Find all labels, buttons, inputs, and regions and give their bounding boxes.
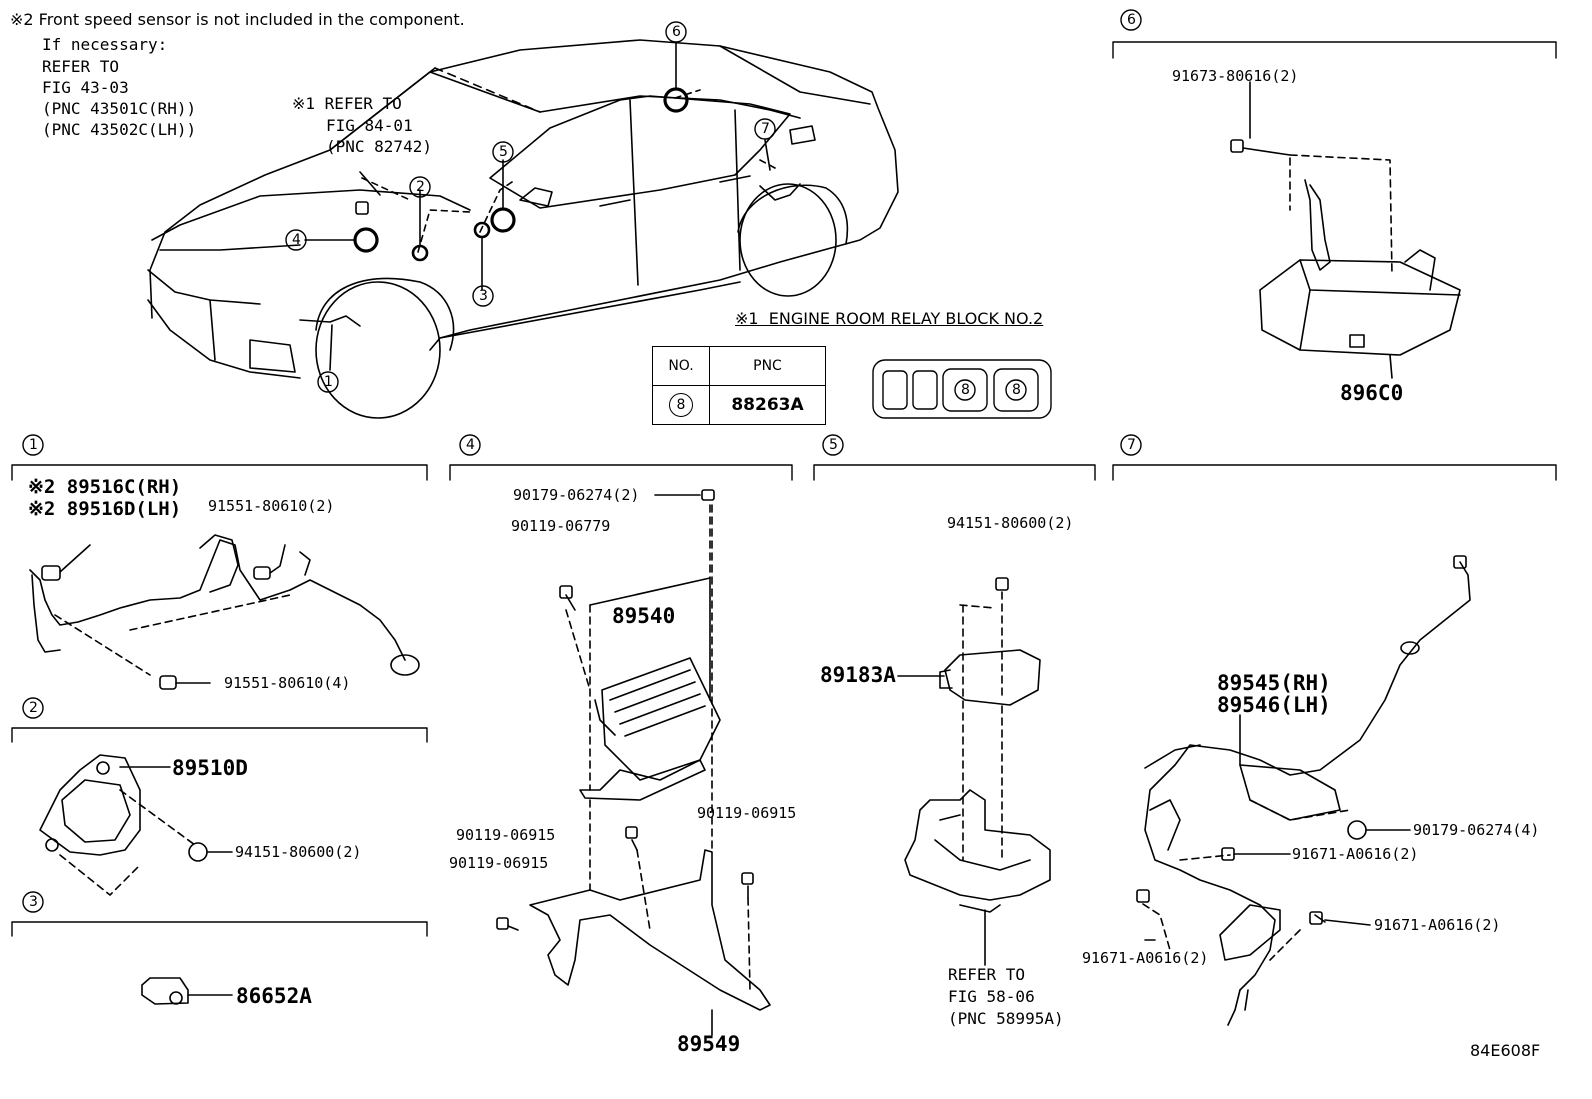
table-cell-pnc: 88263A bbox=[709, 385, 826, 425]
s4-part-ecu: 89540 bbox=[612, 604, 676, 628]
section7-number: 7 bbox=[1127, 437, 1136, 453]
s4-bolt-c: 90119-06915 bbox=[449, 854, 549, 872]
s1-bolt-top: 91551-80610(2) bbox=[208, 497, 335, 515]
s4-nut-top: 90179-06274(2) bbox=[513, 486, 640, 504]
section2-drawing bbox=[39, 754, 233, 896]
relay-block-graphic bbox=[872, 359, 1052, 419]
note1-line1: ※1 REFER TO bbox=[292, 94, 402, 113]
relay-pnc-table: NO. PNC 8 88263A bbox=[652, 346, 826, 425]
s2-part: 89510D bbox=[172, 756, 248, 780]
callout-6: 6 bbox=[672, 24, 681, 40]
section3-drawing bbox=[141, 977, 233, 1005]
s6-part: 896C0 bbox=[1340, 381, 1404, 405]
s2-bolt: 94151-80600(2) bbox=[235, 843, 362, 861]
s4-bolt-d: 90119-06915 bbox=[697, 804, 797, 822]
section6-number: 6 bbox=[1127, 12, 1136, 28]
note2-line6: (PNC 43502C(LH)) bbox=[42, 120, 197, 139]
note2-line5: (PNC 43501C(RH)) bbox=[42, 99, 197, 118]
callout-3: 3 bbox=[479, 288, 488, 304]
callout-2: 2 bbox=[416, 179, 425, 195]
callout-5: 5 bbox=[499, 144, 508, 160]
section6-drawing bbox=[1230, 81, 1461, 379]
s5-part: 89183A bbox=[820, 663, 896, 687]
section-brackets bbox=[11, 41, 1557, 937]
relay-slot-label-1: 8 bbox=[961, 382, 970, 398]
table-no-circle: 8 bbox=[669, 393, 693, 417]
vehicle-illustration bbox=[147, 39, 899, 419]
callout-7: 7 bbox=[761, 121, 770, 137]
s1-bolt-bottom: 91551-80610(4) bbox=[224, 674, 351, 692]
table-header-no: NO. bbox=[652, 346, 710, 386]
note2-line2: If necessary: bbox=[42, 35, 168, 54]
note2-line1: ※2 Front speed sensor is not included in… bbox=[10, 10, 465, 29]
s7-bolt-b: 91671-A0616(2) bbox=[1374, 916, 1501, 934]
callout-4: 4 bbox=[292, 232, 301, 248]
relay-block-title: ※1 ENGINE ROOM RELAY BLOCK NO.2 bbox=[735, 309, 1044, 328]
note2-line3: REFER TO bbox=[42, 57, 120, 76]
s6-bolt: 91673-80616(2) bbox=[1172, 67, 1299, 85]
table-header-pnc: PNC bbox=[709, 346, 826, 386]
section3-number: 3 bbox=[29, 894, 38, 910]
note1-line3: (PNC 82742) bbox=[326, 137, 432, 156]
relay-slot-label-2: 8 bbox=[1012, 382, 1021, 398]
section1-number: 1 bbox=[29, 437, 38, 453]
section4-drawing bbox=[496, 489, 771, 1036]
s4-bolt-a: 90119-06779 bbox=[511, 517, 611, 535]
s4-part-bracket: 89549 bbox=[677, 1032, 741, 1056]
s7-part-rh: 89545(RH) bbox=[1217, 671, 1331, 695]
s3-part: 86652A bbox=[236, 984, 312, 1008]
figure-code: 84E608F bbox=[1470, 1041, 1541, 1060]
section1-drawing bbox=[29, 534, 420, 690]
callout-1: 1 bbox=[324, 374, 333, 390]
section7-drawing bbox=[1136, 555, 1471, 1026]
callout-rings bbox=[22, 9, 1142, 913]
s4-bolt-b: 90119-06915 bbox=[456, 826, 556, 844]
section5-drawing bbox=[897, 577, 1051, 966]
s1-part-lh: ※2 89516D(LH) bbox=[28, 498, 182, 520]
s5-ref-line1: REFER TO bbox=[948, 965, 1026, 984]
section4-number: 4 bbox=[466, 437, 475, 453]
note2-line4: FIG 43-03 bbox=[42, 78, 129, 97]
s7-nut: 90179-06274(4) bbox=[1413, 821, 1540, 839]
table-cell-no: 8 bbox=[652, 385, 710, 425]
note1-line2: FIG 84-01 bbox=[326, 116, 413, 135]
s5-bolt: 94151-80600(2) bbox=[947, 514, 1074, 532]
s1-part-rh: ※2 89516C(RH) bbox=[28, 476, 182, 498]
s5-ref-line2: FIG 58-06 bbox=[948, 987, 1035, 1006]
s7-part-lh: 89546(LH) bbox=[1217, 693, 1331, 717]
s7-bolt-a: 91671-A0616(2) bbox=[1292, 845, 1419, 863]
s7-bolt-c: 91671-A0616(2) bbox=[1082, 949, 1209, 967]
s5-ref-line3: (PNC 58995A) bbox=[948, 1009, 1064, 1028]
section5-number: 5 bbox=[829, 437, 838, 453]
section2-number: 2 bbox=[29, 700, 38, 716]
